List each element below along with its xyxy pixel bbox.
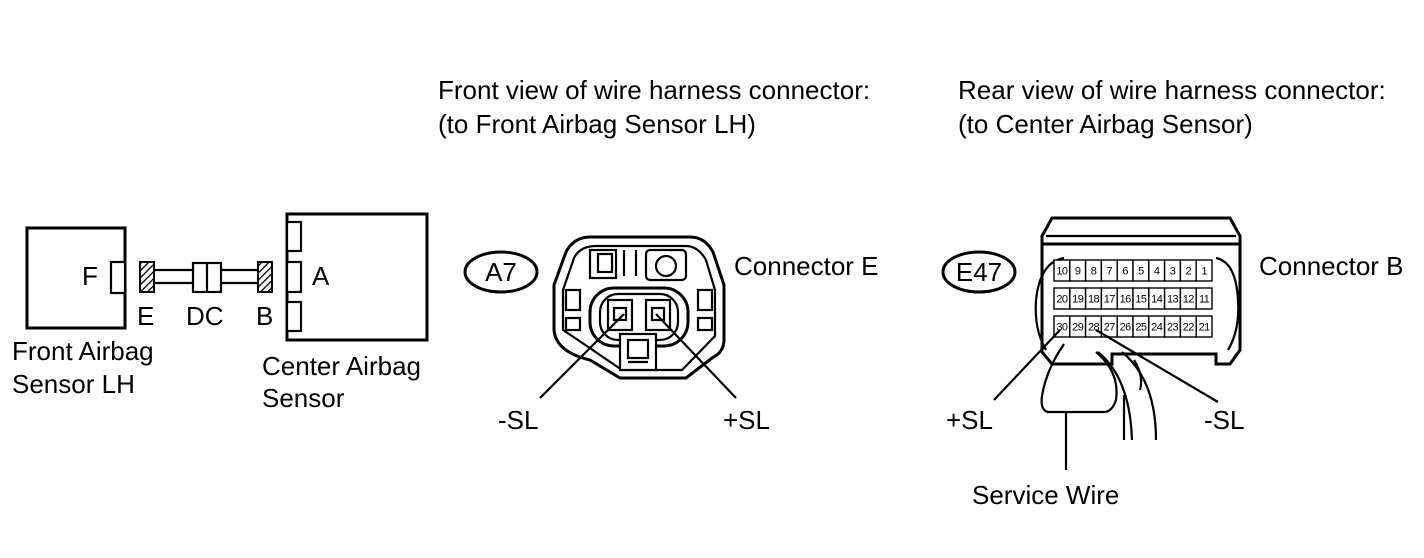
pin-number: 6 (1122, 266, 1128, 278)
pin-number: 3 (1170, 266, 1176, 278)
front-view-title-2: (to Front Airbag Sensor LH) (438, 109, 756, 139)
connector-b-hatched (257, 261, 273, 293)
pin-number: 11 (1199, 294, 1210, 306)
center-sensor-label-1: Center Airbag (262, 351, 421, 381)
pin-number: 18 (1088, 294, 1100, 306)
front-view-section: Front view of wire harness connector: (t… (438, 75, 879, 435)
center-airbag-sensor-box (285, 212, 429, 342)
front-airbag-sensor-box (25, 226, 127, 330)
pin-cell (1195, 287, 1213, 310)
pin-number: 14 (1151, 294, 1163, 306)
pin-number: 15 (1135, 294, 1147, 306)
front-plus-sl-label: +SL (723, 405, 770, 435)
connector-e-front-drawing (539, 235, 737, 399)
service-wire-label: Service Wire (972, 480, 1119, 510)
connector-e-label: Connector E (734, 251, 879, 281)
rear-view-title-1: Rear view of wire harness connector: (958, 75, 1386, 105)
rear-minus-sl-label: -SL (1204, 405, 1244, 435)
pin-number: 10 (1056, 266, 1068, 278)
pin-number: 17 (1104, 294, 1116, 306)
pin-number: 25 (1135, 322, 1147, 334)
pin-number: 20 (1056, 294, 1068, 306)
front-sensor-pin-f (109, 260, 127, 295)
rear-view-section: Rear view of wire harness connector: (to… (941, 75, 1404, 510)
pin-number: 19 (1072, 294, 1084, 306)
pin-number: 27 (1104, 322, 1116, 334)
pin-number: 13 (1167, 294, 1179, 306)
pin-a-label: A (312, 261, 330, 291)
pin-number: 4 (1154, 266, 1160, 278)
pin-number: 8 (1091, 266, 1097, 278)
center-sensor-pin-1 (285, 220, 303, 253)
conn-b-label: B (256, 301, 273, 331)
center-sensor-pin-a (285, 260, 303, 294)
rear-view-code-badge (941, 250, 1017, 294)
pin-number: 23 (1167, 322, 1179, 334)
conn-dc-label: DC (186, 301, 224, 331)
pin-number: 26 (1120, 322, 1132, 334)
pin-f-label: F (82, 261, 98, 291)
pin-number: 22 (1183, 322, 1195, 334)
pin-number: 5 (1138, 266, 1144, 278)
front-sensor-label-1: Front Airbag (12, 336, 154, 366)
pin-number: 12 (1183, 294, 1195, 306)
front-sensor-label-2: Sensor LH (12, 369, 135, 399)
pin-number: 1 (1201, 266, 1207, 278)
pin-number: 7 (1107, 266, 1113, 278)
connector-e-hatched (139, 261, 155, 293)
pin-number: 29 (1072, 322, 1084, 334)
rear-view-code: E47 (956, 257, 1002, 287)
schematic-section: F E DC B A Front Airbag Sensor LH Center… (12, 212, 429, 413)
front-view-code-badge (463, 250, 539, 294)
pin-number: 21 (1199, 322, 1211, 334)
front-minus-sl-label: -SL (498, 405, 538, 435)
rear-plus-sl-label: +SL (946, 405, 993, 435)
pin-cell (1195, 259, 1213, 282)
pin-number: 2 (1186, 266, 1192, 278)
center-sensor-label-2: Sensor (262, 383, 345, 413)
pin-number: 9 (1075, 266, 1081, 278)
front-view-title-1: Front view of wire harness connector: (438, 75, 870, 105)
conn-e-label: E (137, 301, 154, 331)
center-sensor-pin-3 (285, 300, 303, 333)
front-view-code: A7 (485, 257, 517, 287)
pin-number: 16 (1120, 294, 1132, 306)
pin-cell (1195, 315, 1213, 338)
pin-number: 24 (1151, 322, 1163, 334)
connector-b-label: Connector B (1259, 251, 1404, 281)
rear-view-title-2: (to Center Airbag Sensor) (958, 109, 1253, 139)
